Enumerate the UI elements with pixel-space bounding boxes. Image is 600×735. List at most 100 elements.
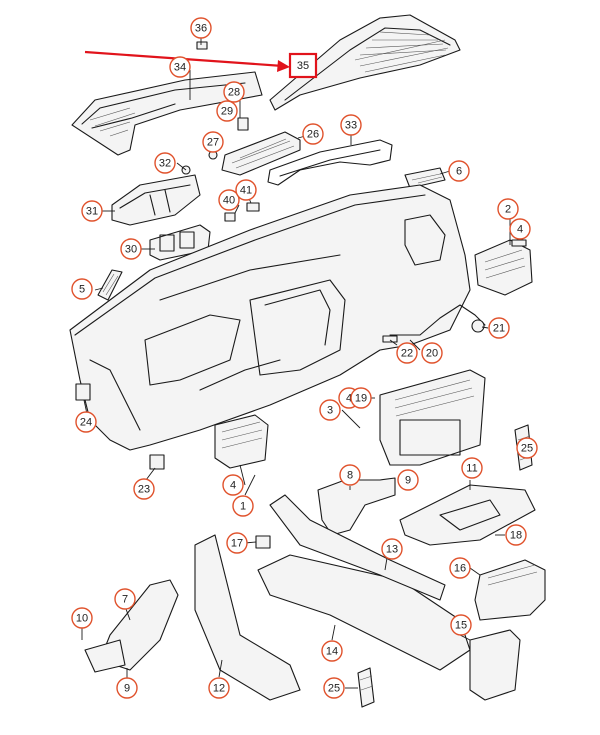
clip-part (246, 202, 260, 212)
callout-circle (350, 387, 372, 409)
callout-label: 27 (207, 137, 219, 149)
clip-part (237, 117, 249, 131)
callout-circle (232, 495, 254, 517)
callout-label: 36 (195, 23, 207, 35)
callout-label: 10 (76, 613, 88, 625)
callout-circle (323, 677, 345, 699)
callout-label: 21 (493, 323, 505, 335)
callout-circle (319, 399, 341, 421)
bracket-part (75, 383, 91, 401)
callout-10: 10 (71, 607, 93, 629)
callout-circle (340, 114, 362, 136)
callout-33: 33 (340, 114, 362, 136)
callout-circle (222, 474, 244, 496)
callout-circle (208, 677, 230, 699)
callout-circle (339, 464, 361, 486)
callout-circle (75, 411, 97, 433)
callout-3: 3 (319, 399, 341, 421)
callout-circle (114, 588, 136, 610)
small-vent-grille (357, 667, 375, 708)
clip-part (511, 239, 527, 247)
callout-label: 18 (510, 530, 522, 542)
highlighted-callout: 35 (288, 52, 318, 79)
center-console-lower (399, 484, 536, 546)
callout-28: 28 (223, 81, 245, 103)
callout-30: 30 (120, 238, 142, 260)
callout-circle (116, 677, 138, 699)
callout-circle (381, 538, 403, 560)
floor-duct-long (257, 554, 471, 671)
callout-circle (461, 457, 483, 479)
callout-label: 25 (521, 443, 533, 455)
callout-17: 17 (226, 532, 248, 554)
callout-2: 2 (497, 198, 519, 220)
callout-circle (321, 640, 343, 662)
callout-label: 20 (426, 348, 438, 360)
callout-20: 20 (421, 342, 443, 364)
bracket-part (149, 454, 165, 470)
callout-circle (226, 532, 248, 554)
callout-36: 36 (190, 17, 212, 39)
callout-label: 30 (125, 244, 137, 256)
callout-label: 31 (86, 206, 98, 218)
callout-1: 1 (232, 495, 254, 517)
callout-circle (154, 152, 176, 174)
callout-circle (396, 342, 418, 364)
callout-circle (133, 478, 155, 500)
floor-duct-upper (269, 494, 446, 601)
callout-label: 13 (386, 544, 398, 556)
callout-circle (71, 278, 93, 300)
callout-label: 34 (174, 62, 186, 74)
callout-13: 13 (381, 538, 403, 560)
callout-circle (488, 317, 510, 339)
callout-circle (505, 524, 527, 546)
callout-label: 14 (326, 646, 338, 658)
callout-label: 4 (346, 393, 352, 405)
callout-circle (302, 123, 324, 145)
callout-circle (216, 100, 238, 122)
duct-bracket (84, 639, 126, 673)
callout-circle (516, 437, 538, 459)
callout-circle (218, 189, 240, 211)
right-air-vent (474, 239, 533, 296)
clip-part (255, 535, 271, 549)
callout-circle (120, 238, 142, 260)
defrost-vent (221, 131, 301, 176)
callout-label: 16 (454, 563, 466, 575)
callout-18: 18 (505, 524, 527, 546)
callout-34: 34 (169, 56, 191, 78)
callout-9: 9 (397, 469, 419, 491)
callout-circle (397, 469, 419, 491)
center-console-bezel (379, 369, 486, 466)
callout-9: 9 (116, 677, 138, 699)
callout-label: 40 (223, 195, 235, 207)
callout-circle (235, 179, 257, 201)
callout-label: 22 (401, 348, 413, 360)
callout-label: 17 (231, 538, 243, 550)
air-duct-upper (317, 477, 396, 536)
callout-4: 4 (509, 218, 531, 240)
callout-label: 26 (307, 129, 319, 141)
connector-part (382, 335, 398, 343)
callout-26: 26 (302, 123, 324, 145)
callout-label: 9 (124, 683, 130, 695)
callout-8: 8 (339, 464, 361, 486)
sensor-hose (389, 304, 486, 336)
rear-air-vent (474, 559, 546, 621)
callout-24: 24 (75, 411, 97, 433)
callout-label: 7 (122, 594, 128, 606)
callout-5: 5 (71, 278, 93, 300)
callout-22: 22 (396, 342, 418, 364)
callout-12: 12 (208, 677, 230, 699)
callout-25: 25 (323, 677, 345, 699)
callout-7: 7 (114, 588, 136, 610)
dashboard-body (69, 184, 471, 451)
callout-32: 32 (154, 152, 176, 174)
callout-label: 5 (79, 284, 85, 296)
left-air-vent (214, 414, 269, 469)
callout-label: 3 (327, 405, 333, 417)
callout-16: 16 (449, 557, 471, 579)
callout-label: 15 (455, 620, 467, 632)
